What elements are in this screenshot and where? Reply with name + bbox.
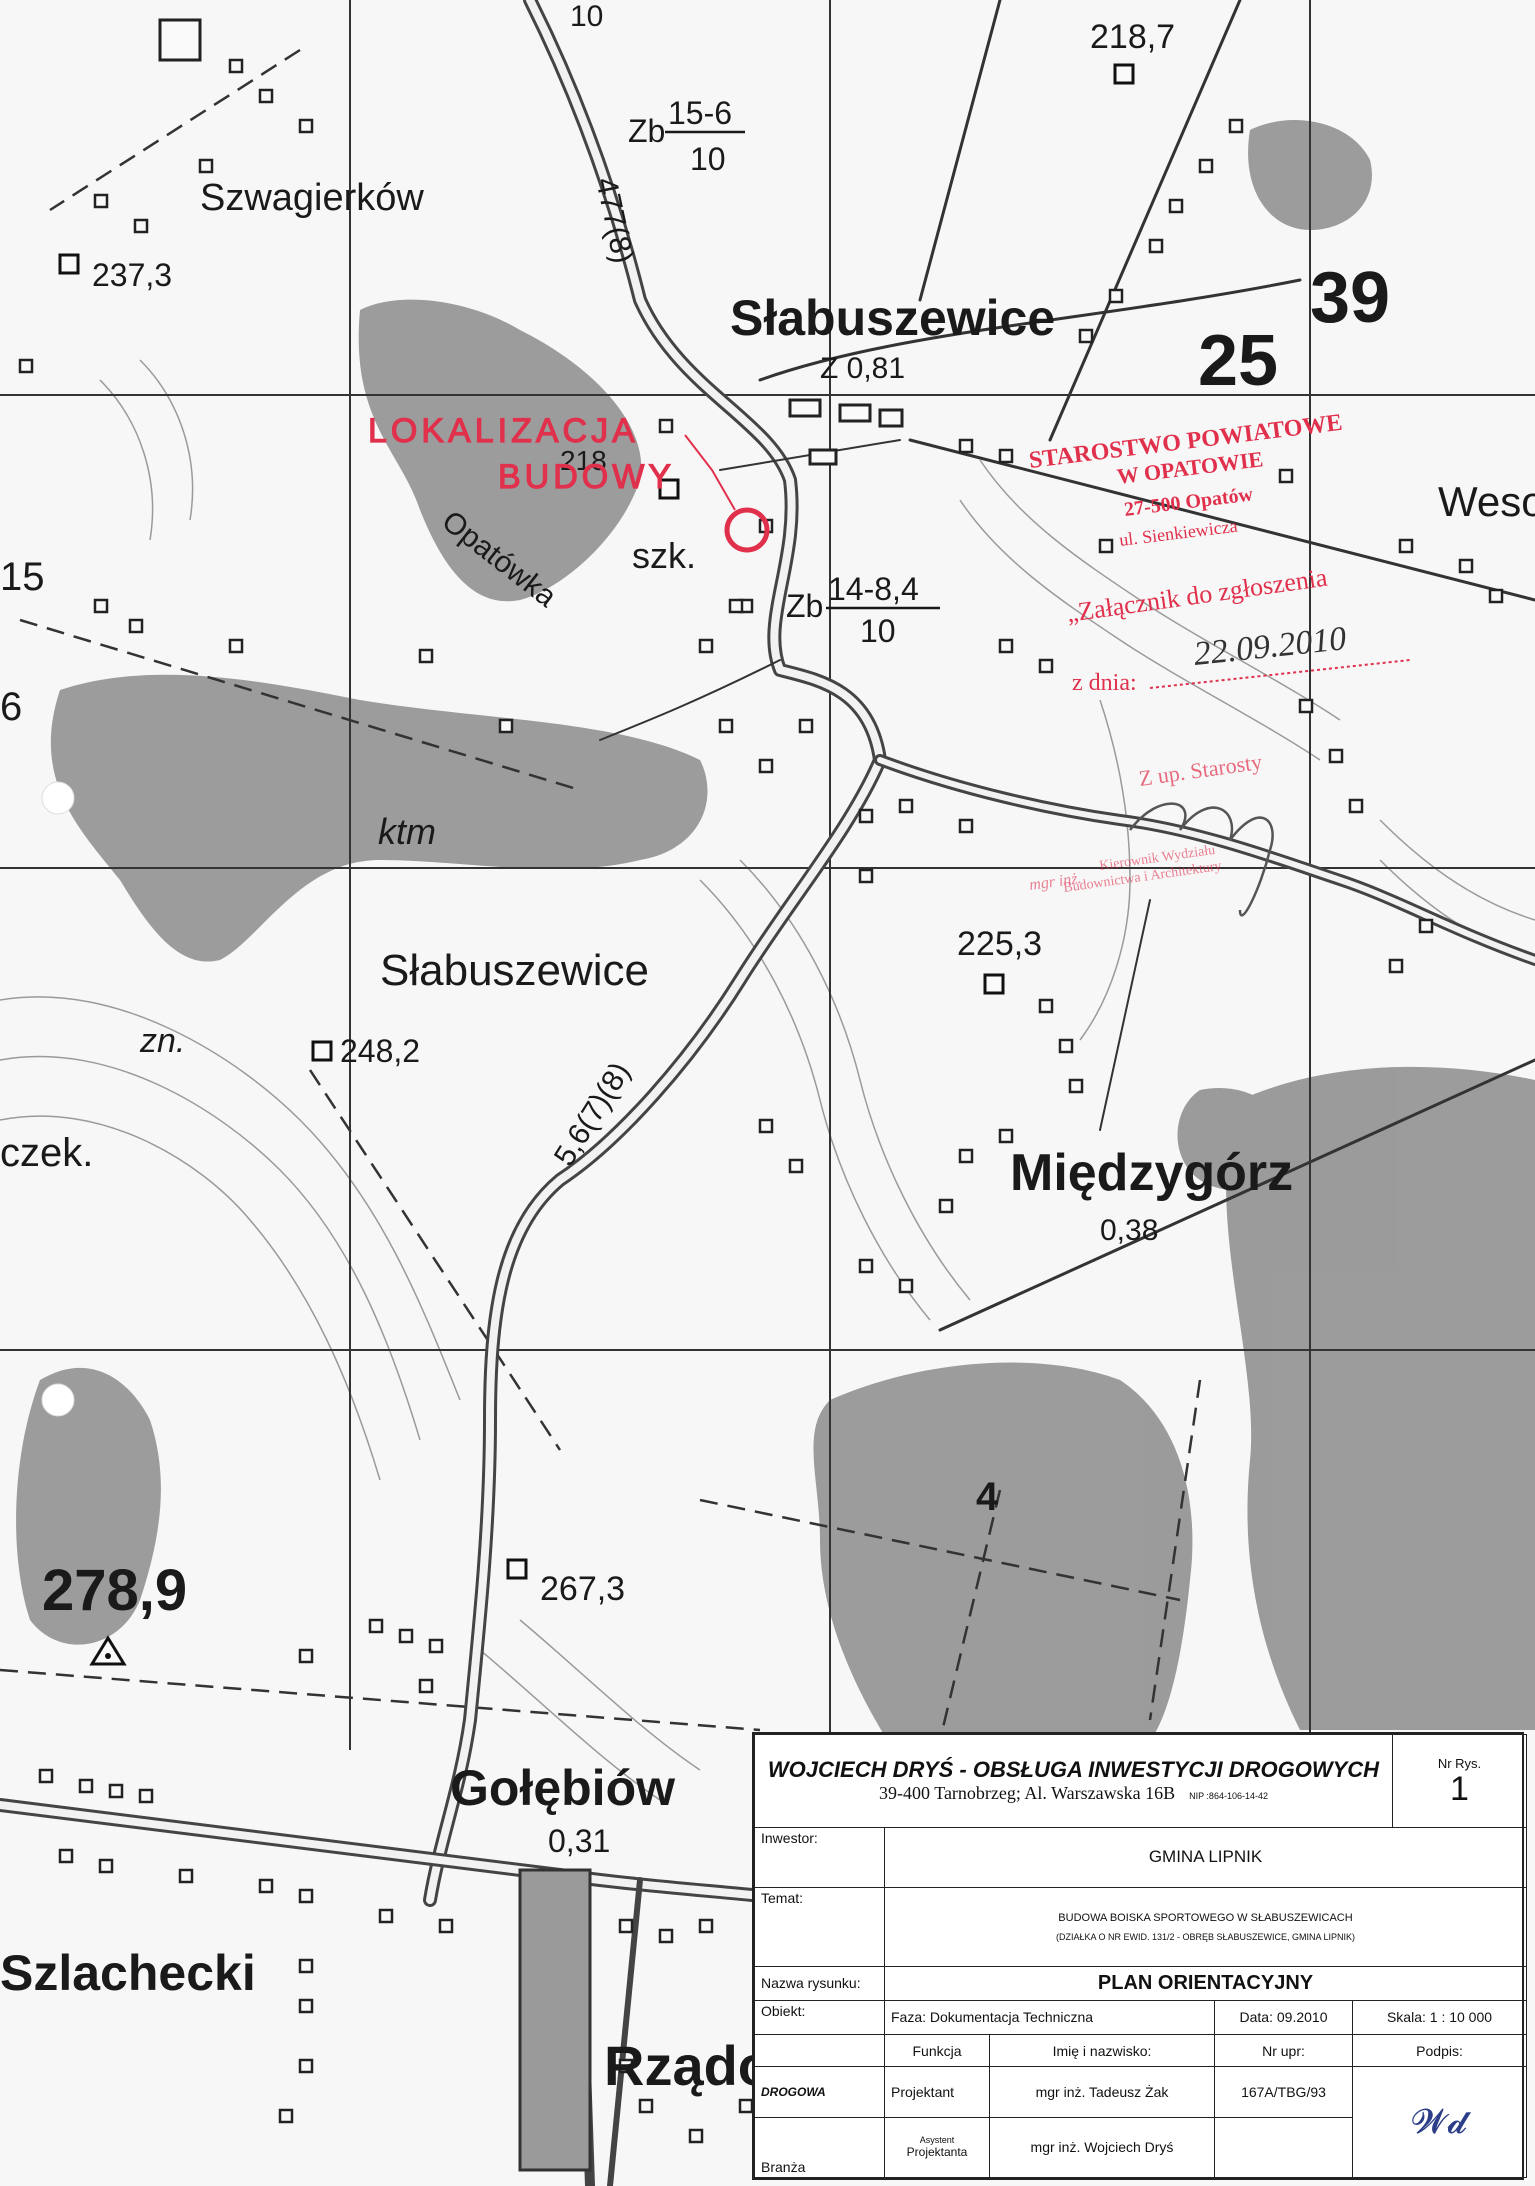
label-elev-218-7: 218,7 <box>1090 18 1175 56</box>
label-elev-267-3: 267,3 <box>540 1570 625 1608</box>
label-slabuszewice-top: Słabuszewice <box>730 290 1055 346</box>
company-name: WOJCIECH DRYŚ - OBSŁUGA INWESTYCJI DROGO… <box>767 1757 1380 1783</box>
contour-lines <box>0 359 1535 1801</box>
label-rzado: Rządo <box>604 2034 772 2097</box>
label-grid-15: 15 <box>0 555 45 599</box>
label-grid-39: 39 <box>1310 258 1390 338</box>
label-szk: szk. <box>632 535 696 576</box>
phase-cell: Faza: Dokumentacja Techniczna <box>884 1999 1215 2036</box>
label-elev-218: 218 <box>560 445 607 476</box>
col-signature: Podpis: <box>1351 2033 1528 2068</box>
assistant-role-line-1: Asystent <box>919 2135 955 2146</box>
designer-role: Projektant <box>884 2066 990 2118</box>
label-forest-4: 4 <box>976 1475 999 1519</box>
topic-value: BUDOWA BOISKA SPORTOWEGO W SŁABUSZEWICAC… <box>1058 1911 1353 1924</box>
buildings <box>18 58 1504 2144</box>
survey-points <box>58 63 1135 1580</box>
col-license: Nr upr: <box>1214 2033 1353 2068</box>
stamp-signature-scribble <box>1129 802 1274 917</box>
company-header: WOJCIECH DRYŚ - OBSŁUGA INWESTYCJI DROGO… <box>753 1734 1394 1828</box>
industry-road: DROGOWA <box>754 2066 885 2118</box>
topic-label: Temat: <box>754 1887 885 1967</box>
location-marker-label-1: LOKALIZACJA <box>368 412 639 450</box>
label-elev-248-2: 248,2 <box>340 1033 420 1069</box>
map-grid <box>0 0 1535 1750</box>
title-block: WOJCIECH DRYŚ - OBSŁUGA INWESTYCJI DROGO… <box>752 1732 1528 2180</box>
company-address: 39-400 Tarnobrzeg; Al. Warszawska 16B <box>879 1783 1176 1804</box>
location-marker-label-2: BUDOWY <box>498 458 675 496</box>
label-zb-top-den: 10 <box>690 141 726 177</box>
label-miedzygorz: Międzygórz <box>1010 1144 1293 1202</box>
label-slabuszewice-mid: Słabuszewice <box>380 946 649 995</box>
label-czek: czek. <box>0 1131 93 1175</box>
scale-cell: Skala: 1 : 10 000 <box>1351 1999 1528 2036</box>
date-cell: Data: 09.2010 <box>1214 1999 1353 2036</box>
drawing-number-value: 1 <box>1450 1769 1469 1808</box>
label-zb-mid-num: 14-8,4 <box>828 571 919 607</box>
stamp-date-label: z dnia: <box>1072 670 1137 696</box>
label-golebiow-sub: 0,31 <box>548 1823 610 1859</box>
location-marker-circle <box>724 507 770 553</box>
label-szwagierkow: Szwagierków <box>200 177 424 219</box>
drawing-name-label: Nazwa rysunku: <box>754 1965 885 2001</box>
assistant-role: Asystent Projektanta <box>884 2116 990 2179</box>
label-slabuszewice-top-sub: Z 0,81 <box>820 352 905 385</box>
label-zb-mid: Zb <box>786 588 823 624</box>
label-ktm: ktm <box>378 811 436 852</box>
label-szlachecki: Szlachecki <box>0 1945 256 2001</box>
industry-label: Branża <box>754 2116 885 2179</box>
triangulation-point <box>89 1635 127 1666</box>
object-label: Obiekt: <box>754 1999 885 2036</box>
drawing-number-label: Nr Rys. <box>1437 1755 1482 1771</box>
label-golebiow: Gołębiów <box>450 1760 675 1816</box>
punch-hole-upper <box>41 781 75 815</box>
label-zb-mid-den: 10 <box>860 613 896 649</box>
drawing-name-value: PLAN ORIENTACYJNY <box>883 1965 1528 2001</box>
dashed-tracks <box>0 48 1202 1741</box>
punch-hole-lower <box>41 1383 75 1417</box>
designer-name: mgr inż. Tadeusz Żak <box>989 2066 1215 2118</box>
label-zn: zn. <box>139 1022 185 1060</box>
label-grid-6: 6 <box>0 685 22 729</box>
investor-label: Inwestor: <box>754 1826 885 1889</box>
label-elev-225-3: 225,3 <box>957 925 1042 963</box>
label-elev-237-3: 237,3 <box>92 257 172 293</box>
assistant-name: mgr inż. Wojciech Dryś <box>989 2116 1215 2179</box>
drawing-number-cell: Nr Rys. 1 <box>1392 1734 1528 1828</box>
label-miedzygorz-sub: 0,38 <box>1100 1214 1158 1247</box>
designer-license: 167A/TBG/93 <box>1214 2066 1353 2118</box>
village-buildings <box>158 18 904 2172</box>
signature-area: 𝓦𝓭 <box>1351 2066 1528 2178</box>
investor-value: GMINA LIPNIK <box>883 1826 1528 1889</box>
empty-cell <box>754 2033 885 2068</box>
label-zb-top: Zb <box>628 113 665 149</box>
topic-cell: BUDOWA BOISKA SPORTOWEGO W SŁABUSZEWICAC… <box>883 1887 1528 1967</box>
col-name: Imię i nazwisko: <box>989 2033 1215 2068</box>
label-grid-25: 25 <box>1198 321 1278 401</box>
label-elev-278-9: 278,9 <box>42 1558 187 1623</box>
label-top-number: 10 <box>570 0 603 33</box>
assistant-license <box>1214 2116 1353 2179</box>
assistant-role-line-2: Projektanta <box>906 2145 968 2160</box>
col-function: Funkcja <box>884 2033 990 2068</box>
topic-subtitle: (DZIAŁKA O NR EWID. 131/2 - OBRĘB SŁABUS… <box>1055 1931 1356 1942</box>
label-wesola: Wesoł <box>1438 478 1535 525</box>
label-zb-top-num: 15-6 <box>668 95 732 131</box>
company-nip: NIP :864-106-14-42 <box>1189 1791 1268 1802</box>
location-marker-arrow <box>684 434 736 511</box>
signature-mark: 𝓦𝓭 <box>1411 2102 1468 2143</box>
